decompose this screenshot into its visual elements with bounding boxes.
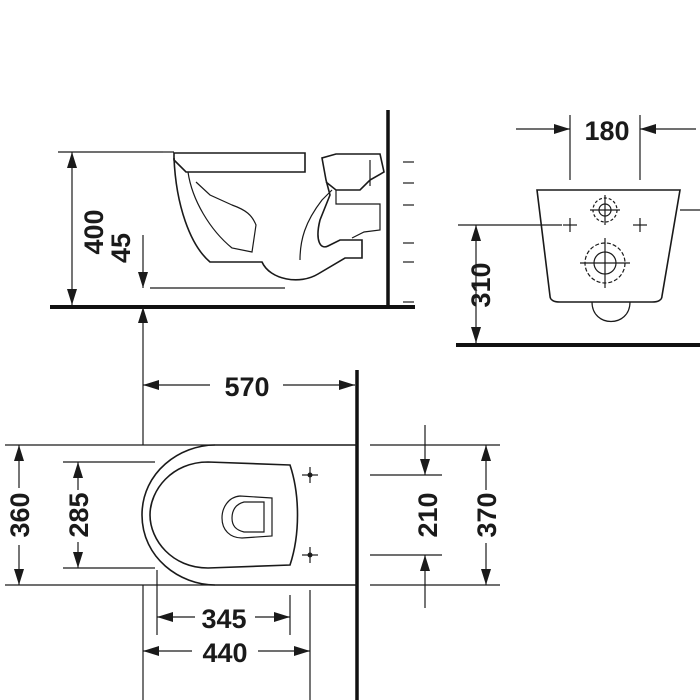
dim-440: 440 bbox=[142, 585, 311, 700]
label-370: 370 bbox=[472, 492, 502, 537]
top-view: 570 360 285 bbox=[5, 370, 502, 700]
label-345: 345 bbox=[201, 604, 246, 634]
dim-370: 370 bbox=[370, 444, 502, 586]
dim-310: 310 bbox=[458, 209, 700, 343]
toilet-top-seat bbox=[149, 461, 299, 569]
label-570: 570 bbox=[224, 372, 269, 402]
toilet-side-profile bbox=[150, 151, 385, 289]
dim-570: 570 bbox=[142, 372, 355, 445]
dim-360: 360 bbox=[5, 444, 215, 586]
label-310: 310 bbox=[466, 262, 496, 307]
front-view: 180 310 bbox=[456, 115, 700, 347]
top-fixing-marks bbox=[302, 467, 318, 563]
label-440: 440 bbox=[202, 638, 247, 668]
dim-180: 180 bbox=[516, 115, 696, 180]
label-285: 285 bbox=[64, 492, 94, 537]
wall-ticks bbox=[403, 161, 414, 303]
label-360: 360 bbox=[5, 492, 35, 537]
dim-210: 210 bbox=[370, 425, 443, 608]
dim-400: 400 bbox=[58, 151, 163, 305]
dim-285: 285 bbox=[63, 461, 155, 569]
label-45: 45 bbox=[106, 233, 136, 263]
dim-45: 45 bbox=[106, 233, 148, 375]
front-fixing-holes bbox=[563, 195, 647, 288]
front-pan-outlet bbox=[591, 301, 631, 323]
side-view: 400 45 bbox=[50, 110, 415, 375]
label-210: 210 bbox=[413, 492, 443, 537]
toilet-top-outline bbox=[141, 444, 357, 586]
dim-345: 345 bbox=[156, 570, 291, 635]
toilet-front-outline bbox=[536, 189, 681, 303]
label-180: 180 bbox=[584, 116, 629, 146]
label-400: 400 bbox=[79, 209, 109, 254]
toilet-top-outlet bbox=[221, 495, 273, 539]
